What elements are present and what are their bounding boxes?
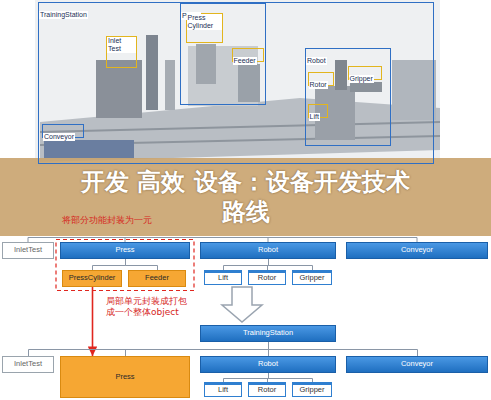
part-outline: Rotor [308,72,334,86]
node-label: Gripper [349,75,374,83]
child-class-box: Lift [204,382,242,397]
child-class-box: Gripper [292,382,332,397]
class-header-box: Robot [200,242,336,259]
class-header-box: Robot [200,356,336,373]
press-feeder [238,64,260,102]
tree-connector [269,259,313,270]
unit-outline: RobotRotor GripperLift [305,48,391,146]
conveyor-belt [44,140,134,158]
node-label: Robot [306,57,327,65]
child-class-box: Gripper [292,270,332,285]
dashed-group-frame [56,240,194,291]
node-label: InletTest [14,246,42,255]
photo-ground [35,0,440,166]
node-label: Lift [309,113,320,121]
node-label: Gripper [299,274,324,283]
node-label: Rotor [258,274,276,283]
node-label: TrainingStation [39,11,88,19]
child-class-box: Lift [204,270,242,285]
tree-connector [126,342,269,356]
note-text: 将部分功能封装为一元 [62,215,182,226]
class-header-box: Conveyor [346,356,488,373]
part-outline: Press Cylinder [186,13,223,43]
part-outline: Gripper [348,66,382,80]
press-cylinder [196,44,216,84]
node-label: PressCylinder [69,274,116,283]
child-class-box: Rotor [248,270,286,285]
part-outline: Inlet Test [106,36,137,68]
tree-connector [224,373,269,382]
tree-connector [93,259,126,270]
packaging-arrow [92,287,94,356]
tree-branch [28,237,417,238]
tree-connector [29,342,269,356]
node-label: Press [115,373,134,382]
plain-class-box: InletTest [2,242,54,259]
node-label: Rotor [258,386,276,395]
class-header-box: Conveyor [346,242,488,259]
tree-connector [126,259,158,270]
note-text: 局部单元封装成打包成一个整体object [106,296,194,319]
node-label: Gripper [299,386,324,395]
child-class-box: Rotor [248,382,286,397]
unit-outline: PressPress CylinderFeeder [180,3,266,105]
feeder-tower [146,35,158,110]
class-header-box: TrainingStation [200,325,336,342]
node-label: Lift [218,386,228,395]
node-label: Conveyor [401,360,433,369]
packaged-box: Feeder [128,270,186,287]
node-label: Rotor [309,81,328,89]
node-label: InletTest [14,360,42,369]
part-outline: Lift [308,104,328,118]
station-outline: TrainingStationInlet TestPressPress Cyli… [38,2,434,164]
part-outline: Feeder [232,48,264,62]
robot-base [315,86,355,140]
node-label: Conveyor [401,246,433,255]
node-label: Feeder [233,57,257,65]
robot-column [335,60,347,90]
node-label: Press Cylinder [187,14,222,30]
magazine [165,60,175,110]
profile-rail [40,122,440,132]
packaged-box: PressCylinder [62,270,122,287]
packaged-box: Press [60,356,190,398]
transform-arrow [222,287,262,322]
node-label: Inlet Test [107,37,136,53]
node-label: Conveyor [43,133,75,141]
side-unit [392,60,436,120]
node-label: Feeder [145,274,169,283]
tree-connector [269,373,313,382]
robot-arm [350,82,382,92]
node-label: Robot [258,360,278,369]
unit-outline: Conveyor [42,124,84,138]
tree-connector [269,342,418,356]
inlet-station [96,60,142,118]
node-label: Lift [218,274,228,283]
tree-connector [224,259,269,270]
class-header-box: Press [60,242,190,259]
plain-class-box: InletTest [2,356,54,373]
node-label: TrainingStation [243,329,293,338]
node-label: Robot [258,246,278,255]
node-label: Press [115,246,134,255]
